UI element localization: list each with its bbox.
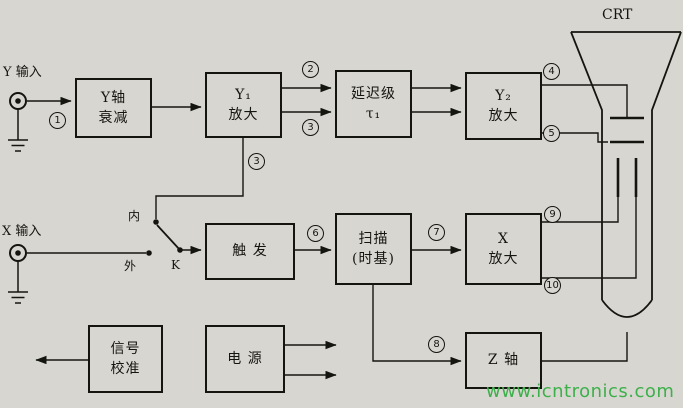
block-sweep-timebase: 扫描 (时基) xyxy=(335,213,412,285)
block-label-line1: 触 发 xyxy=(232,243,268,260)
trigger-source-switch-icon xyxy=(146,219,183,256)
block-label-line1: X xyxy=(498,231,509,248)
test-point-5: 5 xyxy=(543,125,560,142)
block-label-line1: 电 源 xyxy=(227,350,263,367)
test-point-4: 4 xyxy=(543,63,560,80)
block-x-amplifier: X 放大 xyxy=(465,213,542,285)
block-label-line1: Z 轴 xyxy=(487,352,520,369)
block-label-line1: Y₂ xyxy=(495,88,512,105)
block-label-line1: 信号 xyxy=(110,341,141,358)
switch-k-label: K xyxy=(171,258,180,272)
y-input-connector xyxy=(9,92,27,110)
test-point-8: 8 xyxy=(428,336,445,353)
y-ground-icon xyxy=(8,109,28,152)
block-label-line1: 延迟级 xyxy=(351,86,396,103)
block-delay-stage: 延迟级 τ₁ xyxy=(335,70,412,138)
block-label-line2: 放大 xyxy=(488,107,519,124)
switch-external-label: 外 xyxy=(124,259,137,273)
y-input-label: Y 输入 xyxy=(3,65,42,80)
test-point-3b: 3 xyxy=(248,153,265,170)
test-point-10: 10 xyxy=(544,277,561,294)
x-ground-icon xyxy=(8,261,28,304)
block-label-line2: 放大 xyxy=(488,250,519,267)
test-point-6: 6 xyxy=(307,225,324,242)
block-label-line1: 扫描 xyxy=(358,231,389,248)
block-label-line2: 衰减 xyxy=(98,109,129,126)
block-y-attenuator: Y轴 衰减 xyxy=(75,78,152,138)
test-point-3: 3 xyxy=(302,119,319,136)
block-label-line1: Y₁ xyxy=(235,87,252,104)
test-point-1: 1 xyxy=(49,112,66,129)
block-label-line2: 放大 xyxy=(228,106,259,123)
watermark-text: www.icntronics.com xyxy=(486,381,675,402)
block-label-line1: Y轴 xyxy=(100,90,127,107)
test-point-2: 2 xyxy=(302,61,319,78)
crt-tube-icon xyxy=(570,31,682,318)
x-input-label: X 输入 xyxy=(2,224,42,239)
test-point-7: 7 xyxy=(428,224,445,241)
block-label-line2: τ₁ xyxy=(365,105,382,122)
crt-label: CRT xyxy=(602,7,633,23)
switch-internal-label: 内 xyxy=(128,209,141,223)
block-z-axis: Z 轴 xyxy=(465,332,542,389)
block-signal-calibrator: 信号 校准 xyxy=(88,325,163,393)
block-power-supply: 电 源 xyxy=(205,325,285,393)
test-point-9: 9 xyxy=(544,206,561,223)
block-y2-amplifier: Y₂ 放大 xyxy=(465,72,542,140)
x-input-connector xyxy=(9,244,27,262)
block-trigger: 触 发 xyxy=(205,223,295,280)
signal-wires xyxy=(27,83,637,380)
block-y1-amplifier: Y₁ 放大 xyxy=(205,72,282,138)
block-label-line2: 校准 xyxy=(110,360,141,377)
block-label-line2: (时基) xyxy=(352,250,395,267)
